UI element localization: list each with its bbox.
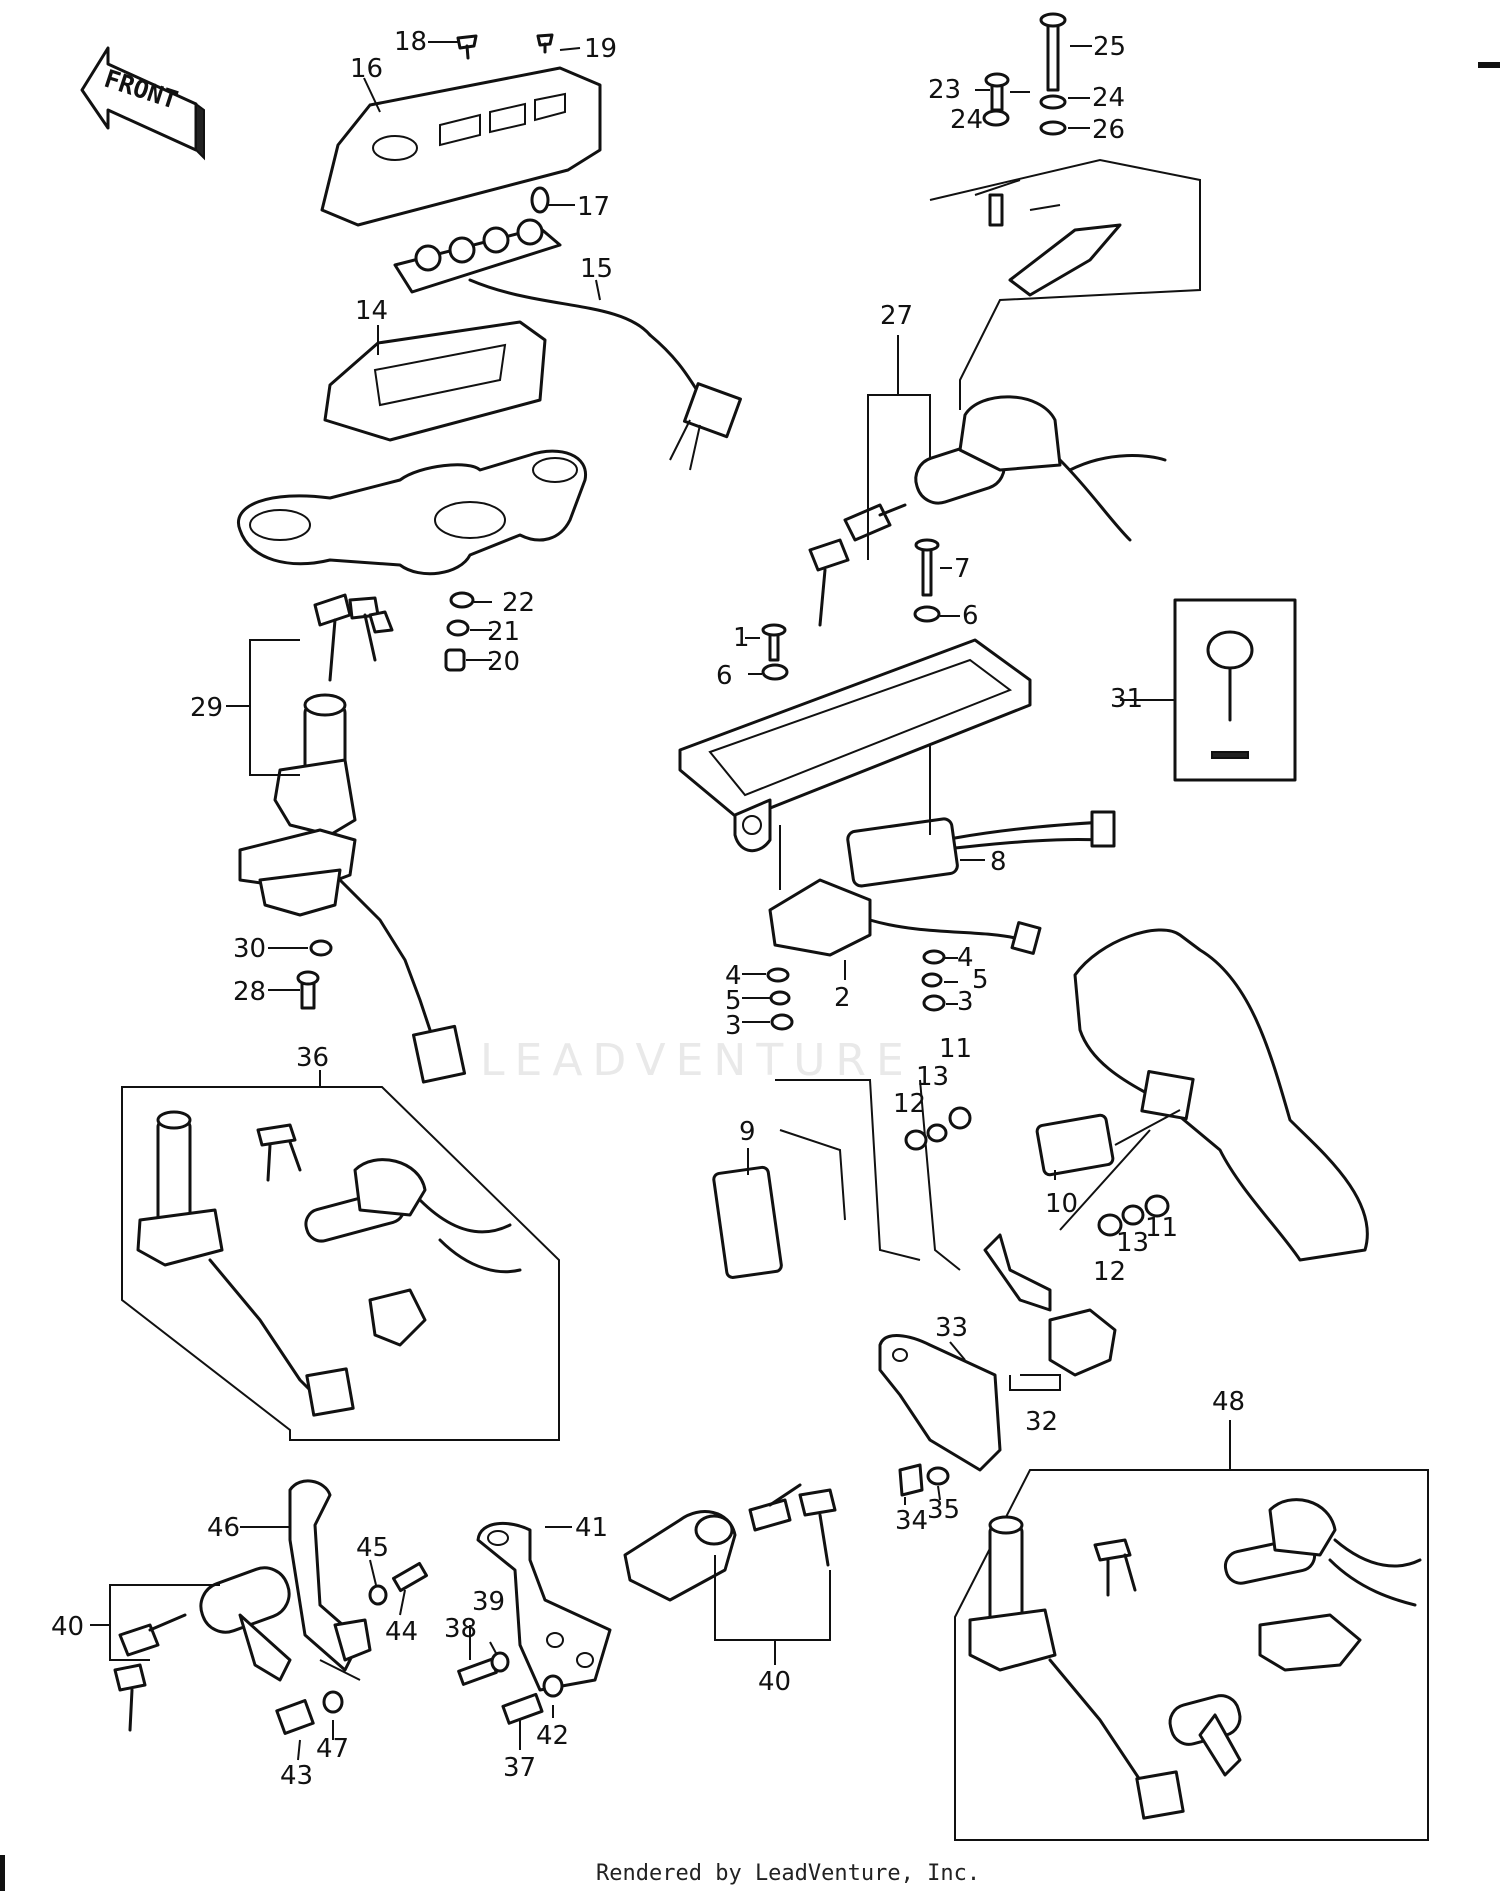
callout-40: 40 [758,1667,791,1697]
callout-21: 21 [487,617,520,647]
callout-10: 10 [1045,1189,1078,1219]
front-direction-arrow: FRONT [80,46,205,161]
callout-24: 24 [1092,83,1125,113]
callout-28: 28 [233,977,266,1007]
callout-15: 15 [580,254,613,284]
callout-42: 42 [536,1721,569,1751]
callout-13: 13 [916,1062,949,1092]
callout-36: 36 [296,1043,329,1073]
callout-labels: 1 2 3 3 4 4 5 5 6 6 7 8 9 10 11 11 12 12… [51,27,1245,1791]
callout-48: 48 [1212,1387,1245,1417]
ignition-switch-part [238,693,467,1084]
indicator-housing-part [323,320,547,442]
callout-18: 18 [394,27,427,57]
bulb-part [530,186,550,214]
switch-bracket-part [878,1233,1117,1497]
callout-12: 12 [1093,1257,1126,1287]
callout-23: 23 [928,75,961,105]
callout-33: 33 [935,1313,968,1343]
callout-8: 8 [990,847,1007,877]
bolt-washer-part [982,12,1067,136]
callout-1: 1 [733,623,750,653]
nut-washer-part [904,1106,1170,1237]
callout-38: 38 [444,1614,477,1644]
callout-43: 43 [280,1761,313,1791]
indicator-light-assembly-part [393,218,742,471]
key-card-part [1173,598,1297,782]
callout-39: 39 [472,1587,505,1617]
callout-17: 17 [577,192,610,222]
indicator-cover-part [320,66,602,227]
callout-31: 31 [1110,684,1143,714]
callout-19: 19 [584,34,617,64]
callout-12: 12 [893,1089,926,1119]
callout-40: 40 [51,1612,84,1642]
callout-5: 5 [972,965,989,995]
callout-6: 6 [716,661,733,691]
callout-32: 32 [1025,1407,1058,1437]
callout-22: 22 [502,588,535,618]
callout-13: 13 [1116,1228,1149,1258]
callout-27: 27 [880,301,913,331]
callout-30: 30 [233,934,266,964]
regulator-part [766,878,1042,1031]
screw-part [456,33,554,60]
callout-20: 20 [487,647,520,677]
key-set-part [313,593,394,682]
lock-set-box [121,1086,560,1441]
callout-29: 29 [190,693,223,723]
callout-9: 9 [739,1117,756,1147]
bolt-washer-part [275,1561,428,1735]
relay-part [846,810,1116,888]
nut-washer-stack-part [444,591,475,672]
side-reflector-part [712,1079,961,1279]
key-set-part [808,503,907,627]
leader-lines [90,41,1231,1761]
callout-46: 46 [207,1513,240,1543]
lock-set-box [954,1469,1429,1841]
callout-45: 45 [356,1533,389,1563]
callout-3: 3 [957,987,974,1017]
watermark: LEADVENTURE [480,1035,914,1086]
rear-fender-part [1035,928,1369,1262]
callout-11: 11 [1145,1213,1178,1243]
callout-11: 11 [939,1034,972,1064]
callout-3: 3 [725,1011,742,1041]
callout-16: 16 [350,54,383,84]
callout-44: 44 [385,1617,418,1647]
corner-mark [0,1855,5,1891]
callout-6: 6 [962,601,979,631]
callout-47: 47 [316,1734,349,1764]
component-tray-part [678,538,1032,853]
callout-34: 34 [895,1506,928,1536]
callout-2: 2 [834,983,851,1013]
seat-lock-part [623,1483,837,1602]
callout-24: 24 [950,105,983,135]
callout-4: 4 [957,943,974,973]
steering-lock-assembly-part [914,158,1201,542]
callout-26: 26 [1092,115,1125,145]
callout-35: 35 [927,1495,960,1525]
bolt-washer-part [457,1651,564,1725]
callout-14: 14 [355,296,388,326]
bolt-washer-part [296,939,333,1010]
corner-mark [1478,62,1500,68]
callout-37: 37 [503,1753,536,1783]
callout-7: 7 [954,554,971,584]
callout-5: 5 [725,986,742,1016]
callout-41: 41 [575,1513,608,1543]
upper-bracket-part [237,449,587,576]
footer-credit: Rendered by LeadVenture, Inc. [596,1861,980,1886]
seat-lock-part [113,1479,372,1732]
callout-25: 25 [1093,32,1126,62]
callout-4: 4 [725,961,742,991]
